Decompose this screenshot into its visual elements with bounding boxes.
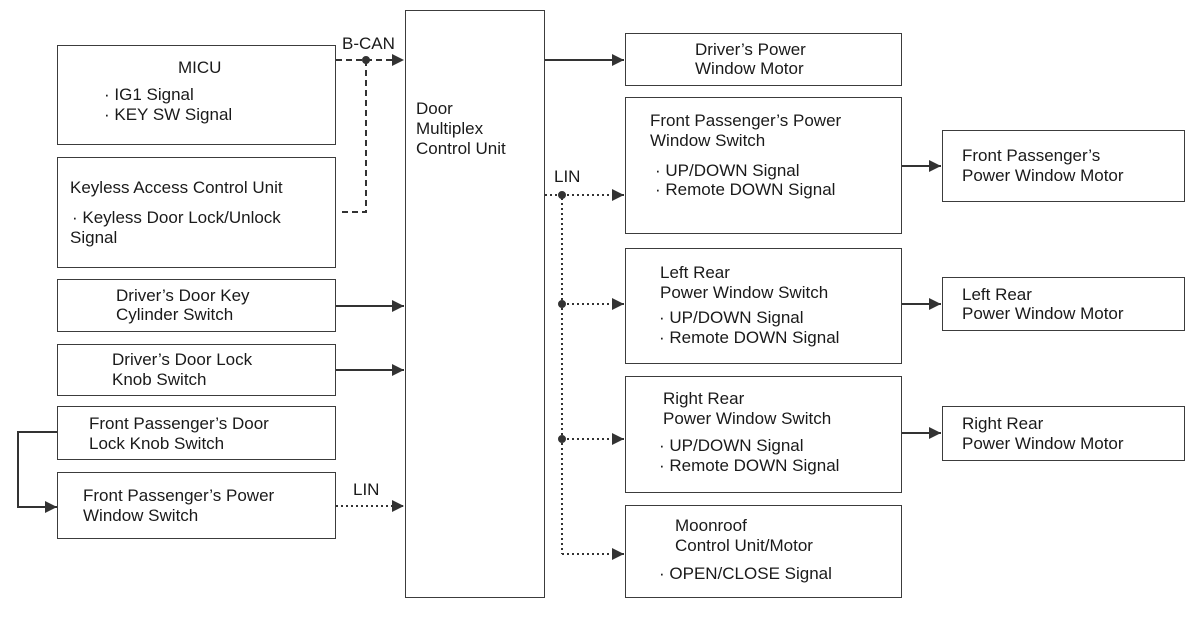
right-rear-window-switch-box: Right Rear Power Window Switch · UP/DOWN… <box>625 376 902 493</box>
fp-window-switch-left-box: Front Passenger’s Power Window Switch <box>57 472 336 539</box>
bcan-junction <box>362 56 370 64</box>
lr-motor-line2: Power Window Motor <box>962 304 1124 323</box>
micu-box: MICU · IG1 Signal · KEY SW Signal <box>57 45 336 145</box>
keyless-signal-2: Signal <box>70 228 118 247</box>
lock-knob-line1: Driver’s Door Lock <box>112 350 253 369</box>
fp-window-switch-left-line2: Window Switch <box>83 506 199 525</box>
center-line3: Control Unit <box>416 139 506 158</box>
lr-switch-signal-1: · UP/DOWN Signal <box>659 308 804 327</box>
lock-knob-switch-box: Driver’s Door Lock Knob Switch <box>57 344 336 396</box>
fp-motor-line1: Front Passenger’s <box>962 146 1101 165</box>
keyless-access-box: Keyless Access Control Unit · Keyless Do… <box>57 157 336 268</box>
rr-switch-line1: Right Rear <box>663 389 745 408</box>
key-cylinder-switch-box: Driver’s Door Key Cylinder Switch <box>57 279 336 332</box>
lr-window-motor-box: Left Rear Power Window Motor <box>942 277 1185 331</box>
fp-window-switch-left-line1: Front Passenger’s Power <box>83 486 275 505</box>
lr-switch-signal-2: · Remote DOWN Signal <box>659 328 840 347</box>
fp-window-switch-right-box: Front Passenger’s Power Window Switch · … <box>625 97 902 234</box>
lin-label-left: LIN <box>353 480 380 499</box>
driver-motor-line2: Window Motor <box>695 59 804 78</box>
door-multiplex-control-unit: Door Multiplex Control Unit <box>405 10 545 598</box>
lock-knob-line2: Knob Switch <box>112 370 207 389</box>
lin-junction-3 <box>558 435 566 443</box>
lr-switch-line1: Left Rear <box>660 263 730 282</box>
rr-window-motor-box: Right Rear Power Window Motor <box>942 406 1185 461</box>
micu-signal-1: · IG1 Signal <box>104 85 194 104</box>
lin-junction-1 <box>558 191 566 199</box>
key-cylinder-line1: Driver’s Door Key <box>116 286 250 305</box>
moonroof-control-box: Moonroof Control Unit/Motor · OPEN/CLOSE… <box>625 505 902 598</box>
fp-switch-line1: Front Passenger’s Power <box>650 111 842 130</box>
micu-signal-2: · KEY SW Signal <box>104 105 233 124</box>
center-line1: Door <box>416 99 453 118</box>
moonroof-signal-1: · OPEN/CLOSE Signal <box>659 564 832 583</box>
fp-switch-line2: Window Switch <box>650 131 766 150</box>
fp-lock-knob-line1: Front Passenger’s Door <box>89 414 269 433</box>
fp-lock-knob-line2: Lock Knob Switch <box>89 434 225 453</box>
fp-window-motor-box: Front Passenger’s Power Window Motor <box>942 130 1185 202</box>
fp-motor-line2: Power Window Motor <box>962 166 1124 185</box>
driver-motor-line1: Driver’s Power <box>695 40 806 59</box>
fp-lock-knob-switch-box: Front Passenger’s Door Lock Knob Switch <box>57 406 336 460</box>
rr-switch-signal-1: · UP/DOWN Signal <box>659 436 804 455</box>
key-cylinder-line2: Cylinder Switch <box>116 305 234 324</box>
lr-motor-line1: Left Rear <box>962 285 1032 304</box>
line-fp-loop <box>17 431 57 513</box>
moonroof-line1: Moonroof <box>675 516 747 535</box>
bcan-line-keyless <box>342 60 367 213</box>
lr-switch-line2: Power Window Switch <box>660 283 829 302</box>
keyless-title: Keyless Access Control Unit <box>70 178 283 197</box>
micu-title: MICU <box>178 58 222 77</box>
rr-switch-signal-2: · Remote DOWN Signal <box>659 456 840 475</box>
moonroof-line2: Control Unit/Motor <box>675 536 813 555</box>
rr-switch-line2: Power Window Switch <box>663 409 832 428</box>
fp-switch-signal-2: · Remote DOWN Signal <box>655 180 836 199</box>
lin-bus-vertical <box>545 194 563 554</box>
lin-junction-2 <box>558 300 566 308</box>
rr-motor-line1: Right Rear <box>962 414 1044 433</box>
lin-label-right: LIN <box>554 167 581 186</box>
bcan-label: B-CAN <box>342 34 395 53</box>
center-line2: Multiplex <box>416 119 484 138</box>
fp-switch-signal-1: · UP/DOWN Signal <box>655 161 800 180</box>
keyless-signal-1: · Keyless Door Lock/Unlock <box>72 208 281 227</box>
driver-window-motor-box: Driver’s Power Window Motor <box>625 33 902 86</box>
rr-motor-line2: Power Window Motor <box>962 434 1124 453</box>
left-rear-window-switch-box: Left Rear Power Window Switch · UP/DOWN … <box>625 248 902 364</box>
